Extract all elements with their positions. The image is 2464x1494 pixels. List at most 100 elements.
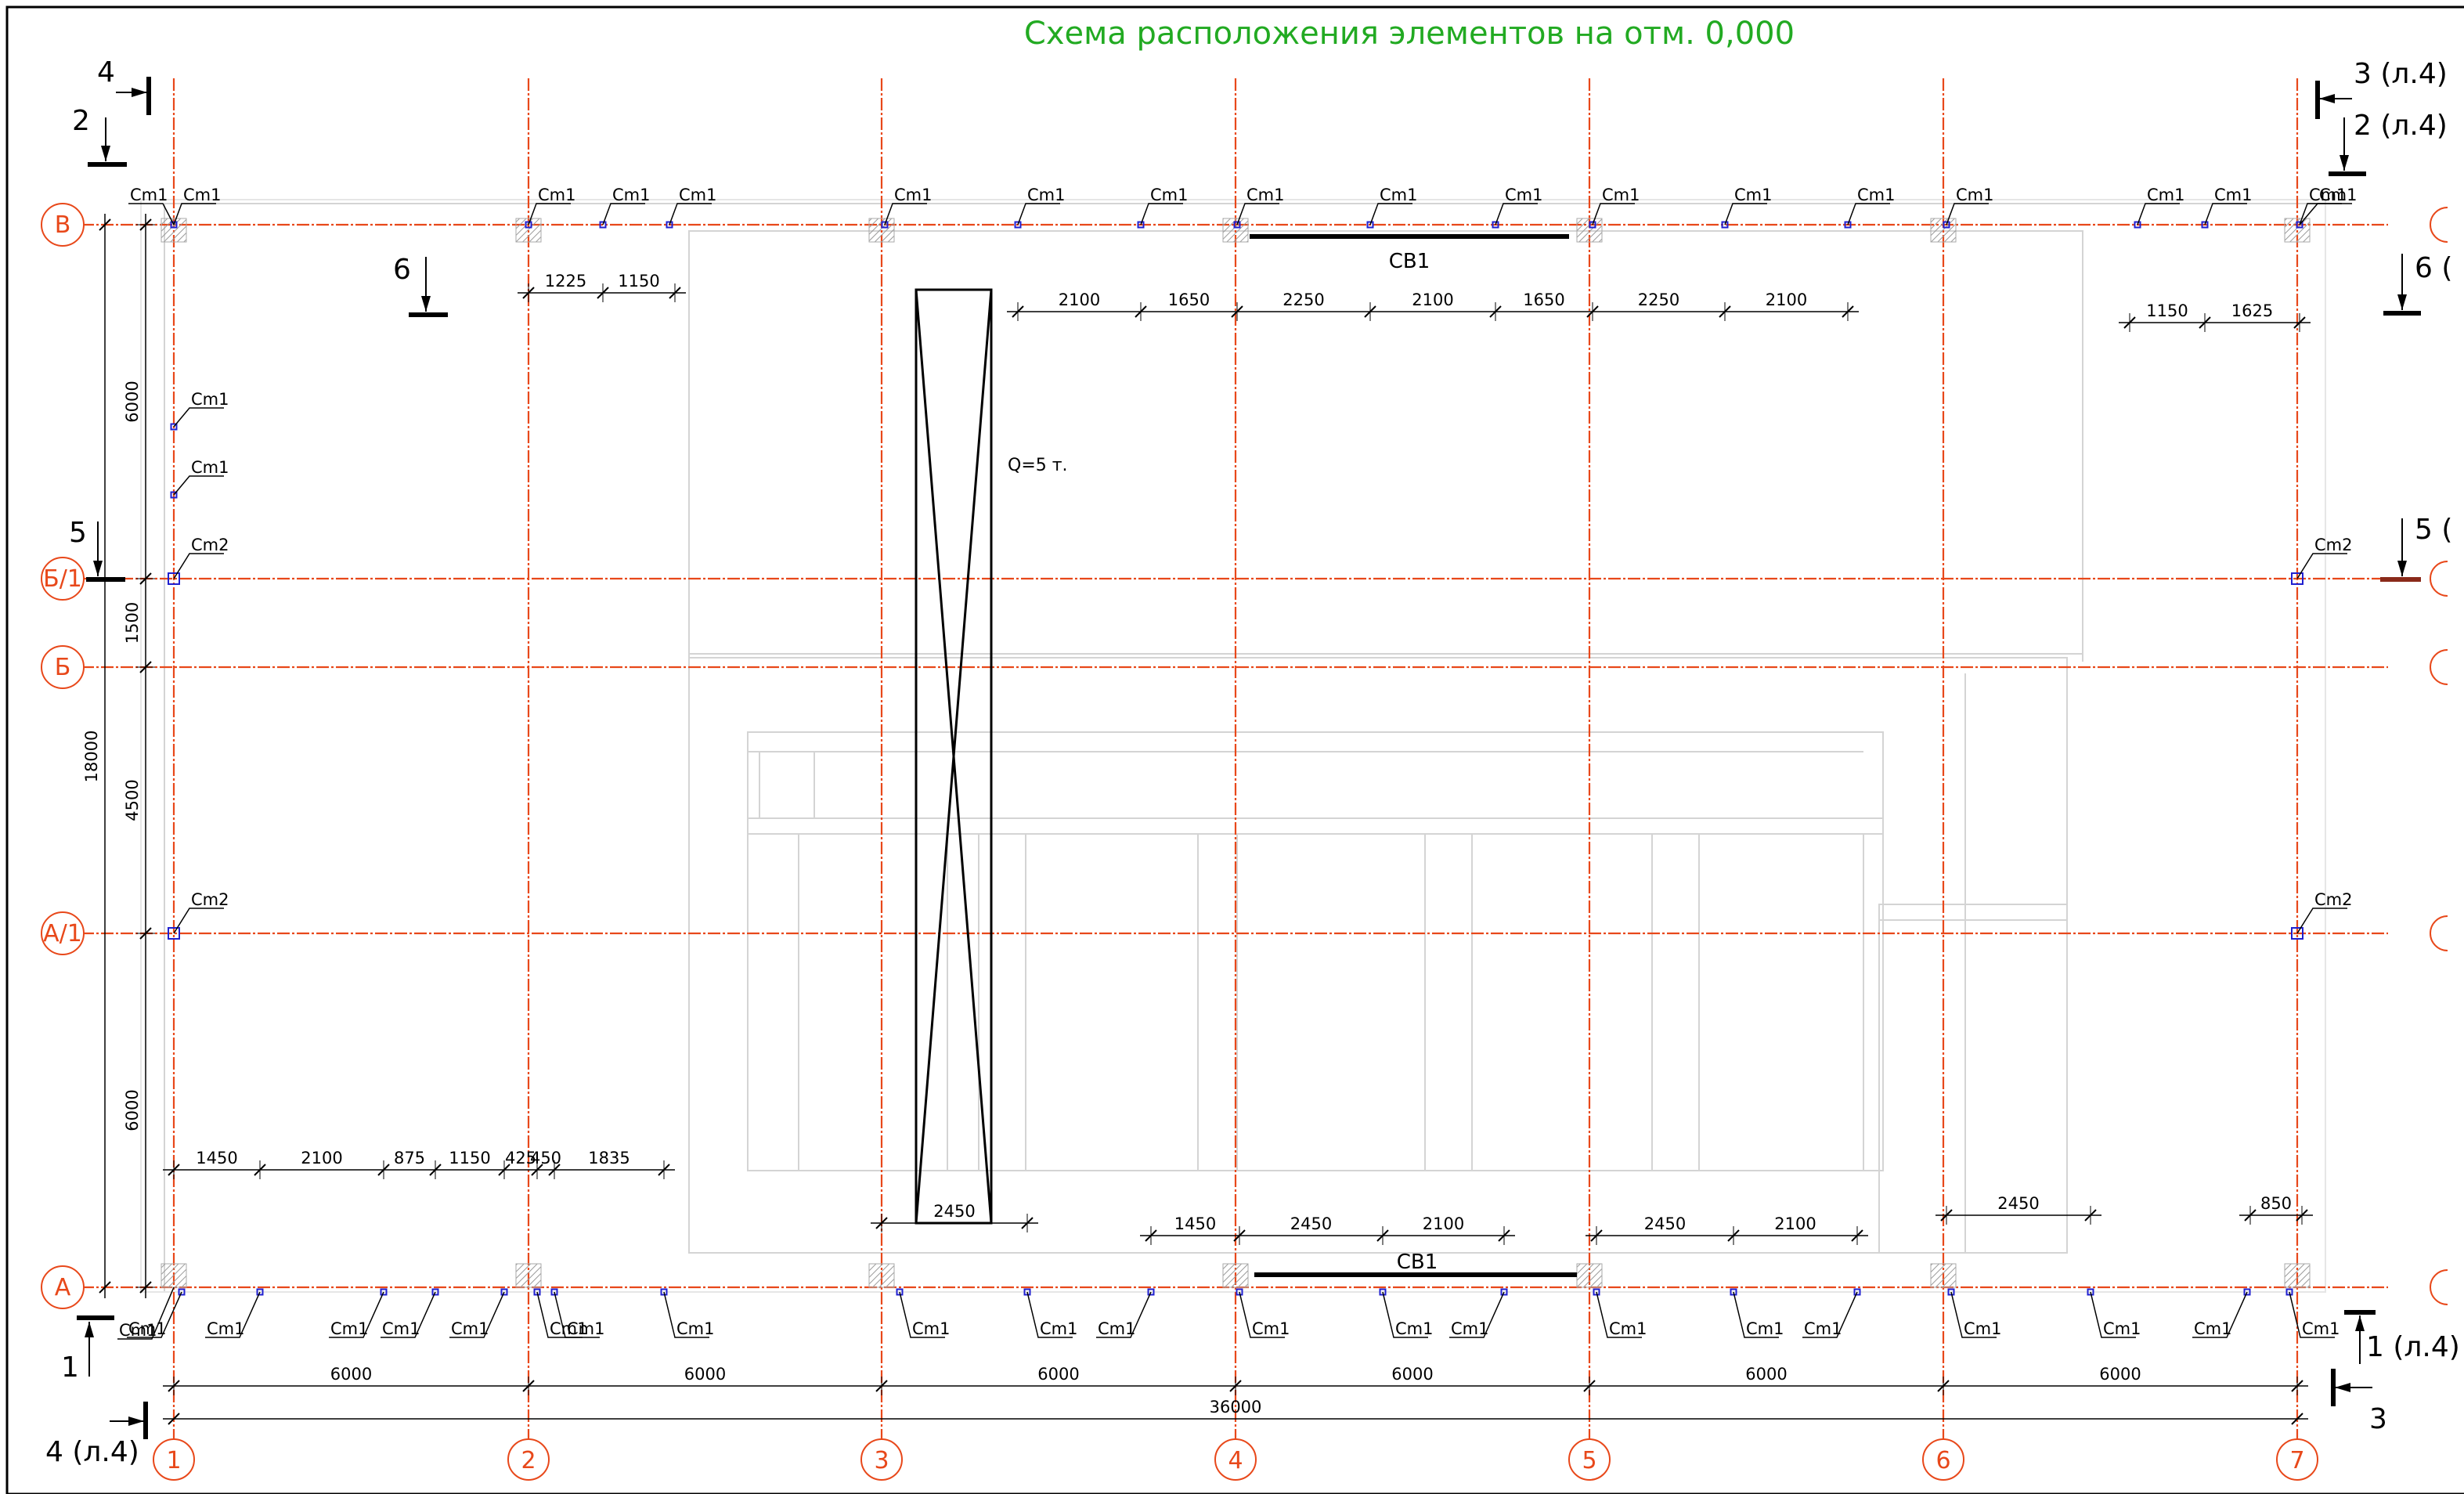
leader-line: [1382, 1291, 1428, 1338]
dim-value: 2100: [301, 1149, 342, 1167]
element-label: Cm1: [183, 186, 221, 204]
element-label: Cm1: [1040, 1319, 1077, 1338]
hoist-opening: [915, 288, 993, 1225]
dim-value: 2450: [1290, 1214, 1332, 1233]
element-label: Cm1: [1746, 1319, 1784, 1338]
element-marker-cm1: [380, 1288, 388, 1296]
axis-label: 5: [1582, 1447, 1596, 1474]
element-marker-cm1: [599, 221, 607, 229]
dim-value: 6000: [1391, 1365, 1433, 1384]
dim-value: 425: [505, 1149, 536, 1167]
element-marker-cm1: [896, 1288, 904, 1296]
section-markers: [77, 77, 2421, 1439]
leader-line: [128, 203, 175, 226]
element-marker-cm1: [178, 1288, 186, 1296]
column: [2284, 1263, 2311, 1288]
dim-value: 1450: [1174, 1214, 1216, 1233]
leader-line: [329, 1291, 384, 1338]
column: [868, 1263, 895, 1288]
section-2-top-label: 2: [72, 105, 90, 137]
dim-value: 2100: [1412, 290, 1453, 309]
leader-line: [1596, 1291, 1642, 1338]
dim-value: 1500: [123, 602, 142, 644]
leader-line: [2296, 553, 2347, 579]
element-marker-cm1: [1500, 1288, 1508, 1296]
leader-line: [2090, 1291, 2136, 1338]
element-label: Cm1: [2147, 186, 2184, 204]
column: [1222, 1263, 1249, 1288]
element-label: Cm1: [676, 1319, 714, 1338]
element-label: Cm1: [538, 186, 575, 204]
dim-value: 6000: [123, 1089, 142, 1131]
leader-line: [1449, 1291, 1505, 1338]
dim-tick: [168, 1413, 180, 1425]
leader-line: [1026, 1291, 1073, 1338]
element-label: Cm1: [128, 1319, 166, 1338]
element-marker-cm1: [1014, 221, 1022, 229]
axis-label: А: [55, 1274, 71, 1301]
leader-line: [602, 203, 645, 226]
dim-value: 875: [394, 1149, 425, 1167]
leader-line: [554, 1291, 600, 1338]
axis-bubble-right-edge: [2430, 915, 2448, 951]
axis-bubble-row-3: [41, 911, 85, 955]
element-marker-cm1: [2296, 221, 2303, 229]
element-label: Cm1: [567, 1319, 604, 1338]
dim-value: 1150: [449, 1149, 490, 1167]
leader-line: [1495, 203, 1538, 226]
dim-value: 2250: [1283, 290, 1324, 309]
dim-value: 2100: [1059, 290, 1100, 309]
leader-line: [173, 203, 216, 226]
sheet-frame: [5, 5, 2464, 1494]
leader-line: [2192, 1291, 2248, 1338]
element-label: Cm1: [1857, 186, 1895, 204]
dim-value: 1225: [545, 272, 586, 290]
element-label: Cm1: [679, 186, 716, 204]
element-label: Cm2: [191, 536, 229, 554]
leader-line: [1239, 1291, 1285, 1338]
leader-line: [173, 407, 224, 428]
dim-value: 2450: [1997, 1194, 2039, 1213]
leader-line: [2204, 203, 2247, 226]
section-1-bottom-label: 1: [61, 1351, 79, 1384]
axis-label: 1: [166, 1447, 181, 1474]
axis-bubble-right-edge: [2430, 649, 2448, 685]
element-marker-cm1: [666, 221, 673, 229]
axis-bubble-row-2: [41, 645, 85, 689]
axis-bubble-2: [507, 1438, 550, 1481]
background-outlines: [140, 199, 2326, 1293]
dim-value: 2450: [933, 1202, 975, 1221]
element-marker-cm1: [170, 491, 178, 499]
bracing-top: СВ1: [1250, 234, 1569, 273]
leader-line: [528, 203, 571, 226]
dim-value: 1150: [618, 272, 659, 290]
section-6-right-label: 6 (: [2415, 252, 2452, 284]
leader-line: [205, 1291, 261, 1338]
element-label: Cm1: [207, 1319, 244, 1338]
element-marker-cm1: [431, 1288, 439, 1296]
dim-value: 6000: [330, 1365, 372, 1384]
axis-bubble-7: [2276, 1438, 2318, 1481]
element-label: Cm2: [191, 890, 229, 909]
leader-line: [2296, 908, 2347, 934]
dim-value: 450: [530, 1149, 561, 1167]
element-marker-cm1: [1137, 221, 1145, 229]
element-marker-cm1: [2243, 1288, 2251, 1296]
element-label: Cm1: [1734, 186, 1772, 204]
element-marker-cm1: [2087, 1288, 2094, 1296]
axis-bubble-right-edge: [2430, 561, 2448, 597]
dim-value: 2450: [1644, 1214, 1686, 1233]
dim-value: 6000: [684, 1365, 726, 1384]
leader-line: [899, 1291, 945, 1338]
column-marker-cm2: [168, 927, 180, 940]
axis-bubble-row-0: [41, 203, 85, 247]
element-marker-cm1: [1943, 221, 1950, 229]
element-marker-cm1: [881, 221, 889, 229]
element-marker-cm1: [1379, 1288, 1387, 1296]
section-4-bottom-label: 4 (л.4): [45, 1436, 139, 1468]
bracing-bottom-label: СВ1: [1397, 1250, 1438, 1274]
dim-value: 2250: [1638, 290, 1679, 309]
dim-value: 6000: [1745, 1365, 1787, 1384]
